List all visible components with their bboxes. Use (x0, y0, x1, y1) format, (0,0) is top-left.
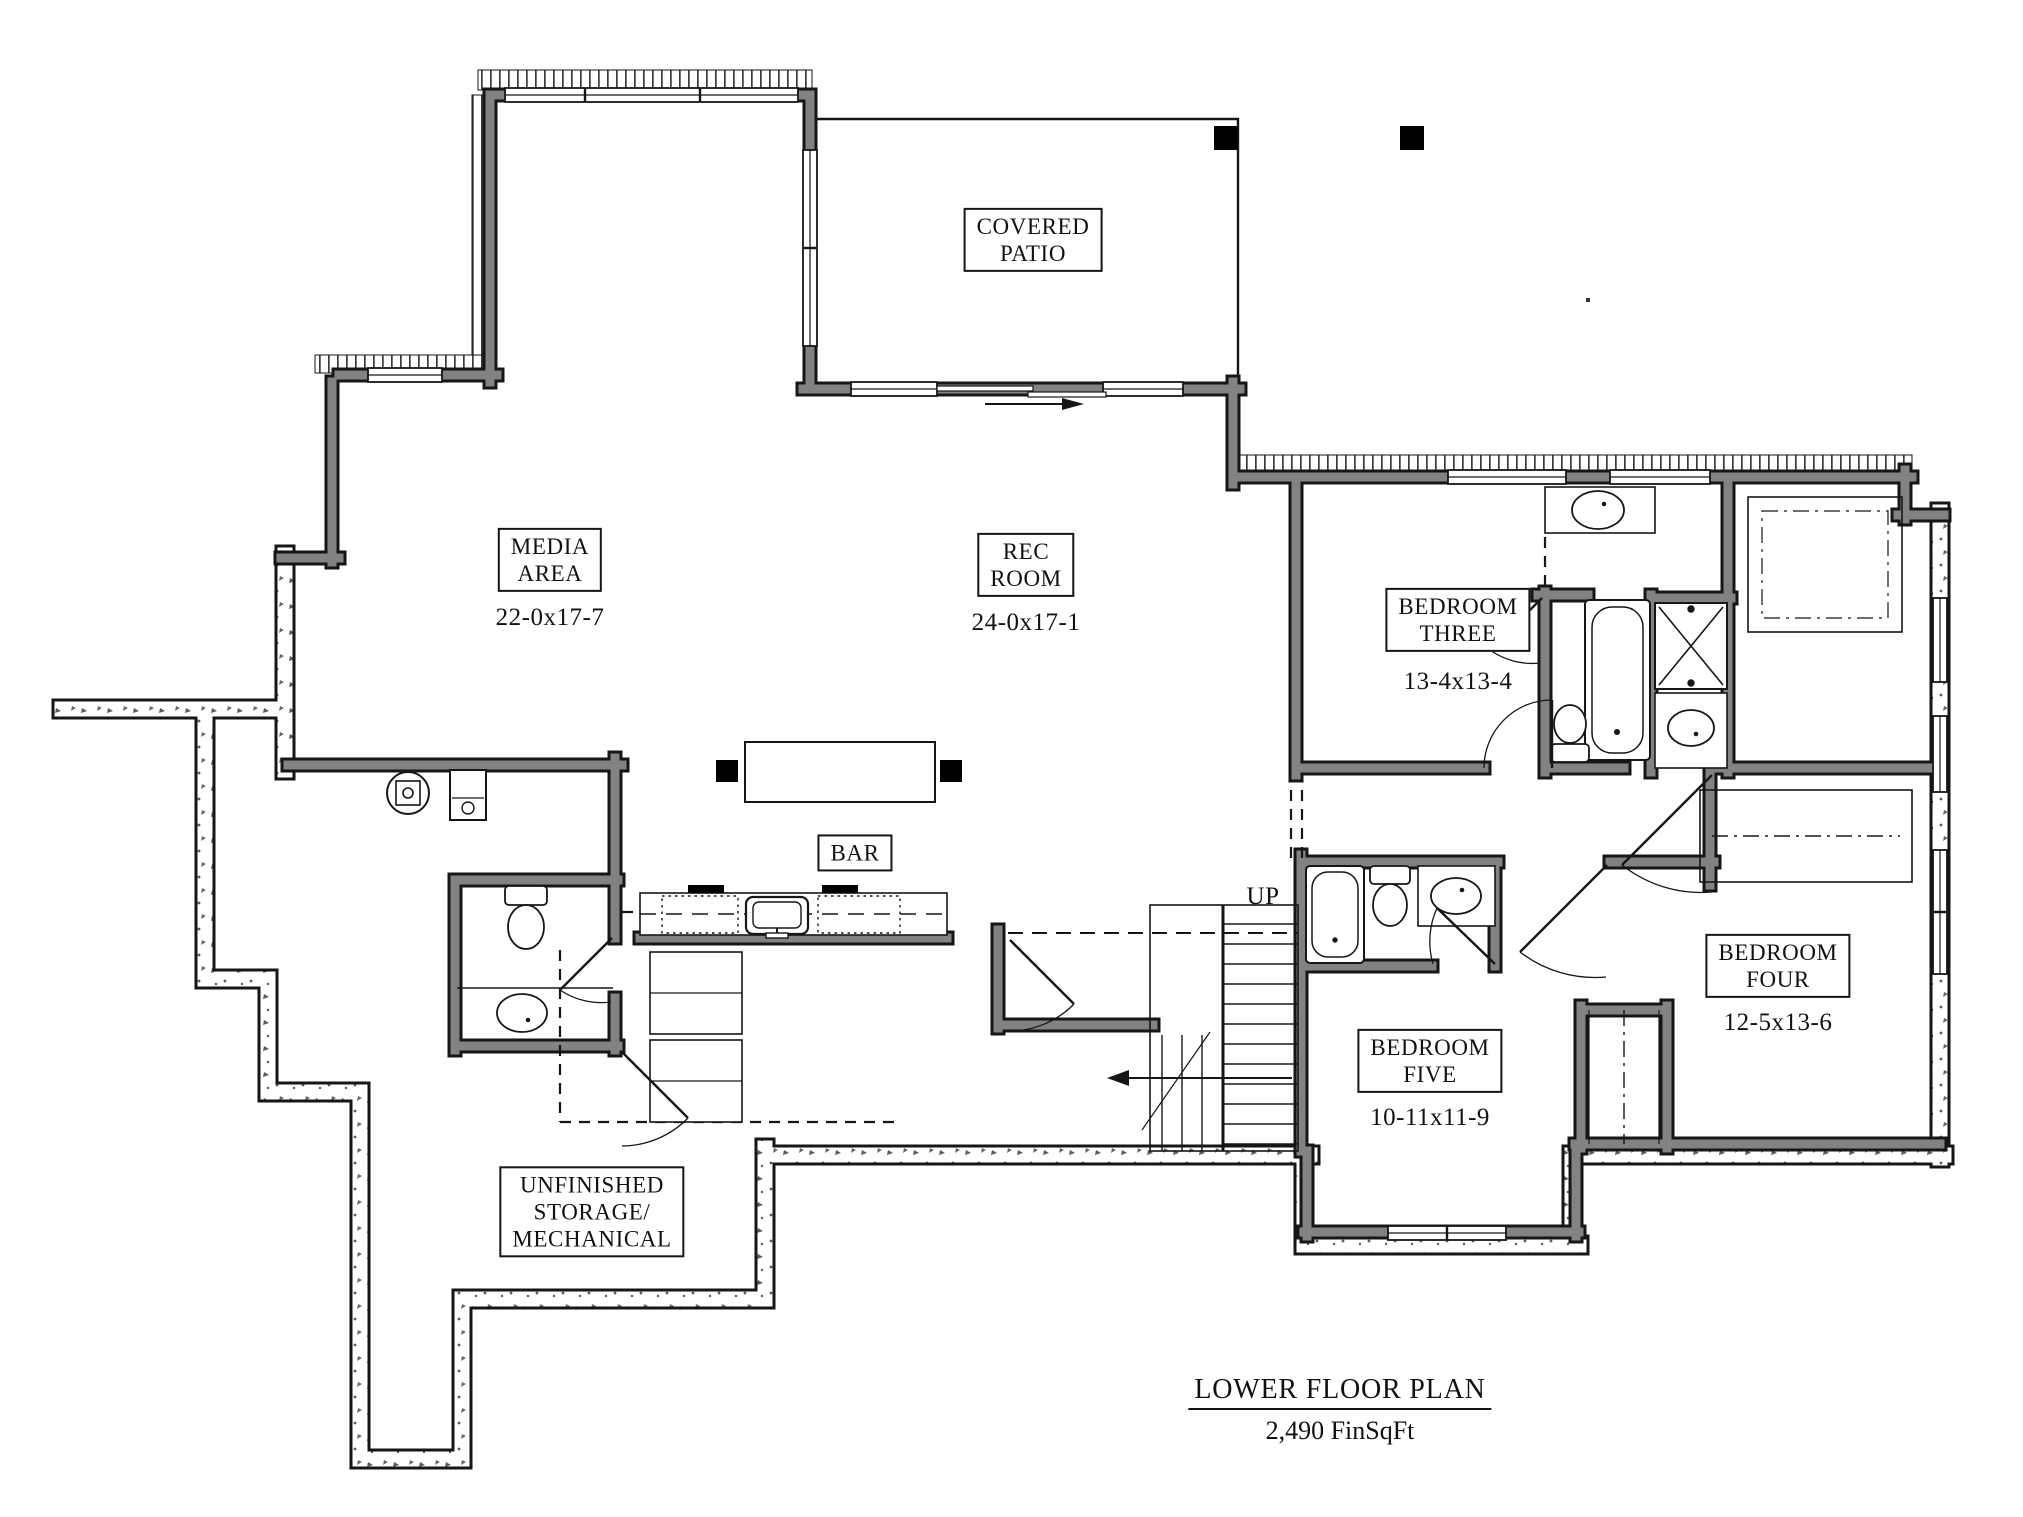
mechanical-equipment (386, 769, 487, 821)
room-label-bedroom-three: BEDROOM THREE (1385, 587, 1531, 653)
bath-five (1305, 865, 1496, 964)
stairs-up-label: UP (1246, 883, 1280, 910)
room-label-bedroom-four: BEDROOM FOUR (1705, 933, 1851, 999)
room-dim-bedroom-five: 10-11x11-9 (1366, 1104, 1494, 1132)
room-label-bar: BAR (817, 834, 893, 872)
bathtub-icon (1584, 599, 1651, 761)
patio-column-icon (1400, 126, 1424, 150)
window-icon (367, 367, 443, 383)
toilet-icon (1550, 704, 1590, 763)
room-dim-bedroom-three: 13-4x13-4 (1399, 668, 1517, 696)
room-dim-media-area: 22-0x17-7 (491, 604, 609, 632)
stair-direction-arrow-icon (1107, 1070, 1129, 1086)
rec-room-island (716, 741, 962, 803)
patio-column-icon (1214, 126, 1238, 150)
door-icon (1519, 864, 1608, 979)
door-swing-arrow-icon (985, 398, 1084, 410)
bar-counter (639, 885, 948, 939)
toilet-icon (1369, 865, 1411, 927)
room-label-media-area: MEDIA AREA (497, 527, 603, 593)
column-icon (940, 760, 962, 782)
sink-icon (1571, 490, 1625, 530)
bathtub-icon (1305, 865, 1365, 964)
door-icon (1483, 699, 1554, 769)
window-icon (802, 149, 818, 347)
door-icon (621, 1051, 689, 1147)
door-icon (1429, 907, 1496, 965)
water-heater-icon (386, 771, 430, 815)
siding-hatch-bands (314, 69, 1913, 476)
closets (1588, 496, 1913, 1144)
shower-icon (1654, 602, 1728, 690)
door-icon (1009, 939, 1075, 1032)
column-icon (716, 760, 738, 782)
plan-title: LOWER FLOOR PLAN (1188, 1374, 1492, 1410)
room-label-bedroom-five: BEDROOM FIVE (1357, 1028, 1503, 1094)
room-label-covered-patio: COVERED PATIO (963, 207, 1103, 273)
window-icon (1102, 381, 1184, 397)
room-label-unfinished-storage: UNFINISHED STORAGE/ MECHANICAL (499, 1166, 685, 1258)
covered-patio-outline (812, 117, 1590, 385)
title-block: LOWER FLOOR PLAN 2,490 FinSqFt (1188, 1374, 1492, 1446)
window-icon (850, 381, 938, 397)
sink-icon (1430, 877, 1482, 915)
furnace-icon (449, 769, 487, 821)
window-icon (504, 87, 799, 103)
toilet-icon (504, 885, 548, 950)
window-icon (1932, 849, 1948, 975)
sink-icon (496, 993, 548, 1033)
window-icon (1387, 1225, 1507, 1241)
door-icon (1621, 774, 1713, 894)
window-icon (1447, 469, 1567, 485)
windows (367, 87, 1948, 1241)
window-icon (1932, 715, 1948, 793)
room-label-rec-room: REC ROOM (977, 532, 1075, 598)
sliding-door-icon (936, 385, 1107, 398)
door-icon (559, 937, 613, 1004)
staircase (1008, 904, 1299, 1152)
bath-three (1544, 486, 1728, 769)
sink-icon (1667, 709, 1715, 747)
bar-sink-icon (744, 895, 810, 939)
storage-cabinets (649, 951, 743, 1123)
powder-room (457, 885, 613, 1033)
window-icon (1932, 597, 1948, 683)
window-icon (1609, 469, 1711, 485)
room-dim-rec-room: 24-0x17-1 (967, 609, 1085, 637)
plan-square-footage: 2,490 FinSqFt (1265, 1416, 1415, 1445)
room-dim-bedroom-four: 12-5x13-6 (1719, 1009, 1837, 1037)
